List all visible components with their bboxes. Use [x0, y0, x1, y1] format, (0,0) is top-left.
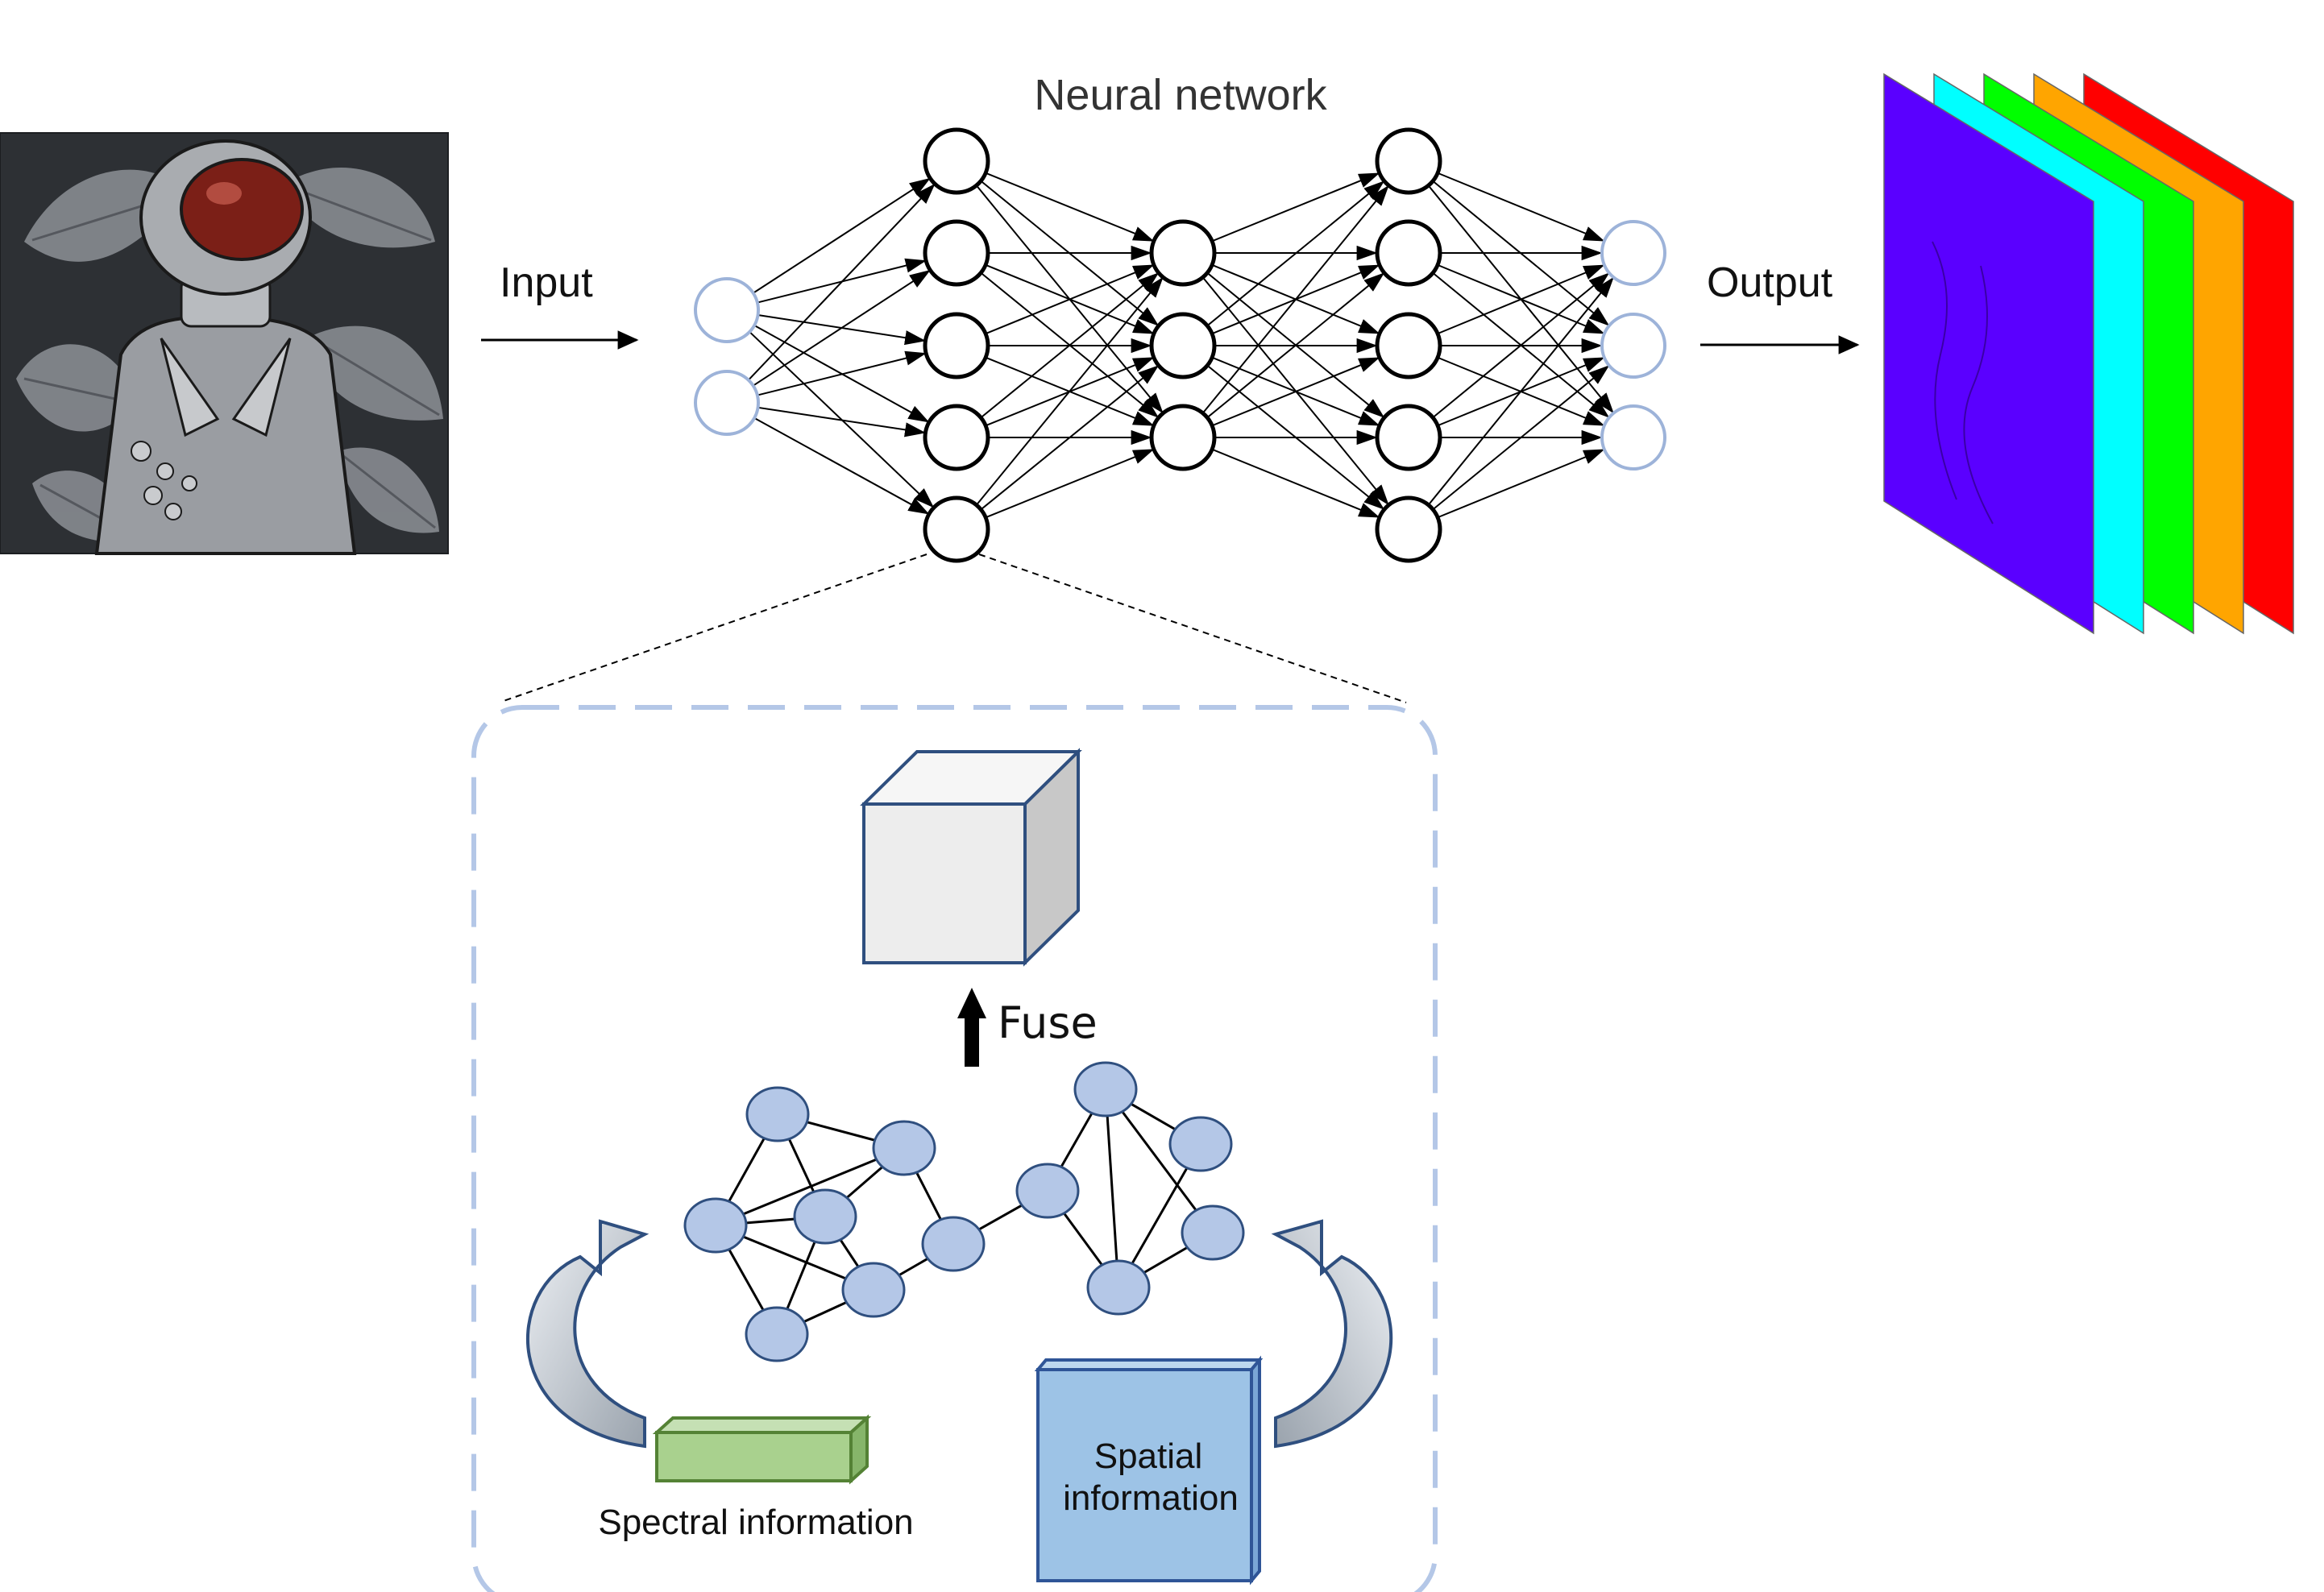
graph-node — [841, 1262, 906, 1318]
hidden-neuron — [923, 219, 990, 287]
network-edge — [980, 272, 1160, 419]
input-neuron — [694, 277, 760, 343]
spectral-information-label: Spectral information — [598, 1503, 913, 1542]
input-label: Input — [500, 259, 593, 306]
network-edge — [1437, 449, 1605, 519]
zoom-line-left — [503, 553, 928, 702]
graph-node — [745, 1086, 810, 1142]
spatial-curved-arrow — [1271, 1219, 1393, 1449]
hidden-neuron — [1149, 312, 1217, 379]
output-neuron — [1600, 404, 1666, 471]
network-edge — [753, 269, 931, 387]
network-edge — [753, 417, 930, 515]
network-edge — [1432, 365, 1610, 511]
graph-node — [793, 1188, 857, 1245]
hidden-neuron — [923, 404, 990, 471]
output-neuron — [1600, 220, 1666, 286]
fused-feature-cube — [860, 748, 1082, 967]
hidden-neuron — [1375, 219, 1442, 287]
network-edge — [1211, 448, 1380, 518]
graph-node — [1015, 1163, 1080, 1219]
output-label: Output — [1707, 259, 1833, 306]
graph-node — [745, 1306, 809, 1362]
network-edge — [1206, 180, 1385, 327]
network-edge — [1201, 184, 1389, 414]
network-nodes — [694, 127, 1666, 563]
spatial-information-block — [1034, 1355, 1264, 1586]
graph-node — [872, 1120, 936, 1176]
spatial-information-label-line1: Spatial — [1094, 1437, 1203, 1476]
graph-edge — [1104, 1088, 1214, 1233]
hidden-neuron — [1375, 404, 1442, 471]
graph-node — [683, 1197, 748, 1254]
hidden-neuron — [923, 312, 990, 379]
input-neuron — [694, 370, 760, 436]
hidden-neuron — [923, 127, 990, 195]
network-edge — [985, 172, 1155, 242]
network-edge — [985, 264, 1155, 335]
output-band-stack — [1883, 73, 2294, 635]
hidden-neuron — [1149, 404, 1217, 471]
network-edge — [1437, 172, 1605, 242]
hidden-neuron — [1375, 312, 1442, 379]
graph-node — [1086, 1259, 1151, 1316]
hidden-neuron — [923, 495, 990, 563]
spectral-information-bar — [652, 1414, 872, 1485]
network-edge — [985, 449, 1155, 519]
network-edge — [1206, 272, 1385, 419]
network-edge — [748, 183, 936, 381]
network-edge — [1211, 357, 1380, 427]
graph-node — [921, 1216, 986, 1272]
network-edge — [753, 325, 930, 423]
purple-band-texture — [1932, 241, 1994, 524]
network-connections — [748, 172, 1614, 519]
zoom-line-right — [978, 553, 1407, 703]
neural-network-title: Neural network — [1034, 71, 1327, 119]
graph-node — [1073, 1061, 1138, 1117]
output-neuron — [1600, 313, 1666, 379]
network-edge — [753, 177, 931, 294]
network-edge — [1211, 172, 1380, 243]
graph-nodes — [683, 1061, 1245, 1362]
graph-edge — [1104, 1088, 1120, 1288]
fuse-label: Fuse — [998, 997, 1098, 1048]
network-edge — [757, 350, 927, 396]
graph-edge — [715, 1146, 905, 1227]
purple-band — [1883, 73, 2094, 635]
spectral-curved-arrow — [526, 1219, 649, 1449]
network-edge — [975, 276, 1164, 506]
hidden-neuron — [1149, 219, 1217, 287]
hidden-neuron — [1375, 127, 1442, 195]
hidden-neuron — [1375, 495, 1442, 563]
graph-node — [1168, 1116, 1233, 1172]
spatial-information-label-line2: information — [1063, 1478, 1239, 1518]
graph-node — [1181, 1204, 1245, 1261]
input-image — [0, 132, 449, 555]
network-edge — [1432, 272, 1610, 419]
network-edge — [757, 406, 927, 437]
fuse-arrow — [957, 988, 986, 1067]
network-edge — [980, 365, 1160, 511]
network-edge — [1427, 276, 1614, 506]
network-edge — [749, 331, 935, 508]
network-edge — [1437, 264, 1605, 335]
